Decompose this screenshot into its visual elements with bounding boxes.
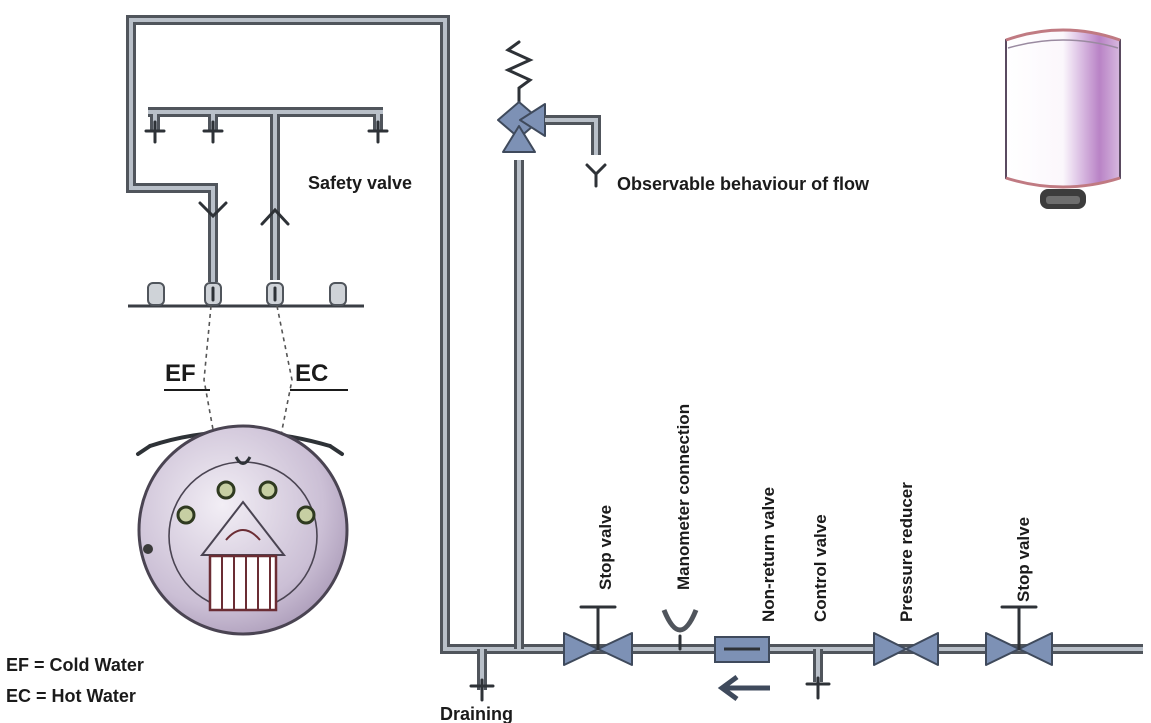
control-valve-label: Control valve xyxy=(811,514,830,622)
svg-text:EC: EC xyxy=(295,360,328,387)
pressure-reducer-label: Pressure reducer xyxy=(897,482,916,622)
up-arrow-icon xyxy=(260,207,290,226)
stop-valve-2-label: Stop valve xyxy=(1014,517,1033,602)
hot-water-distribution xyxy=(144,107,389,280)
mounting-hole xyxy=(143,544,153,554)
legend-ec: EC = Hot Water xyxy=(6,686,136,706)
heating-element xyxy=(199,500,287,612)
legend-ef: EF = Cold Water xyxy=(6,655,144,675)
tap-3 xyxy=(367,120,389,144)
water-heater-front xyxy=(136,424,349,636)
stop-valve-1-label: Stop valve xyxy=(596,505,615,590)
water-heater-tank xyxy=(1005,28,1121,209)
down-arrow-icon xyxy=(198,201,228,219)
drain-branch xyxy=(469,649,495,702)
manifold xyxy=(128,282,364,308)
ec-tag: EC xyxy=(290,360,348,391)
stop-valve-2 xyxy=(985,605,1053,666)
tap-2 xyxy=(202,120,224,144)
non-return-label: Non-return valve xyxy=(759,487,778,622)
safety-valve-label: Safety valve xyxy=(308,173,412,193)
safety-valve xyxy=(497,40,607,188)
svg-text:EF: EF xyxy=(165,360,196,387)
ef-tag: EF xyxy=(164,360,210,391)
tap-1 xyxy=(144,120,166,144)
draining-label: Draining xyxy=(440,704,513,723)
pressure-reducer xyxy=(873,632,939,666)
manometer-label: Manometer connection xyxy=(674,404,693,590)
stop-valve-1 xyxy=(563,605,633,666)
cold-water-pipe xyxy=(198,195,228,282)
non-return-valve xyxy=(714,636,770,702)
manometer-connection xyxy=(661,609,699,651)
hot-water-flow-arrow xyxy=(260,207,290,226)
main-pipe xyxy=(126,15,1143,654)
outlet-icon xyxy=(585,163,607,188)
spring-icon xyxy=(504,40,534,104)
connection-lines xyxy=(203,305,293,491)
left-arrow-icon xyxy=(717,674,770,702)
control-valve xyxy=(805,649,831,700)
observable-flow-label: Observable behaviour of flow xyxy=(617,174,870,194)
